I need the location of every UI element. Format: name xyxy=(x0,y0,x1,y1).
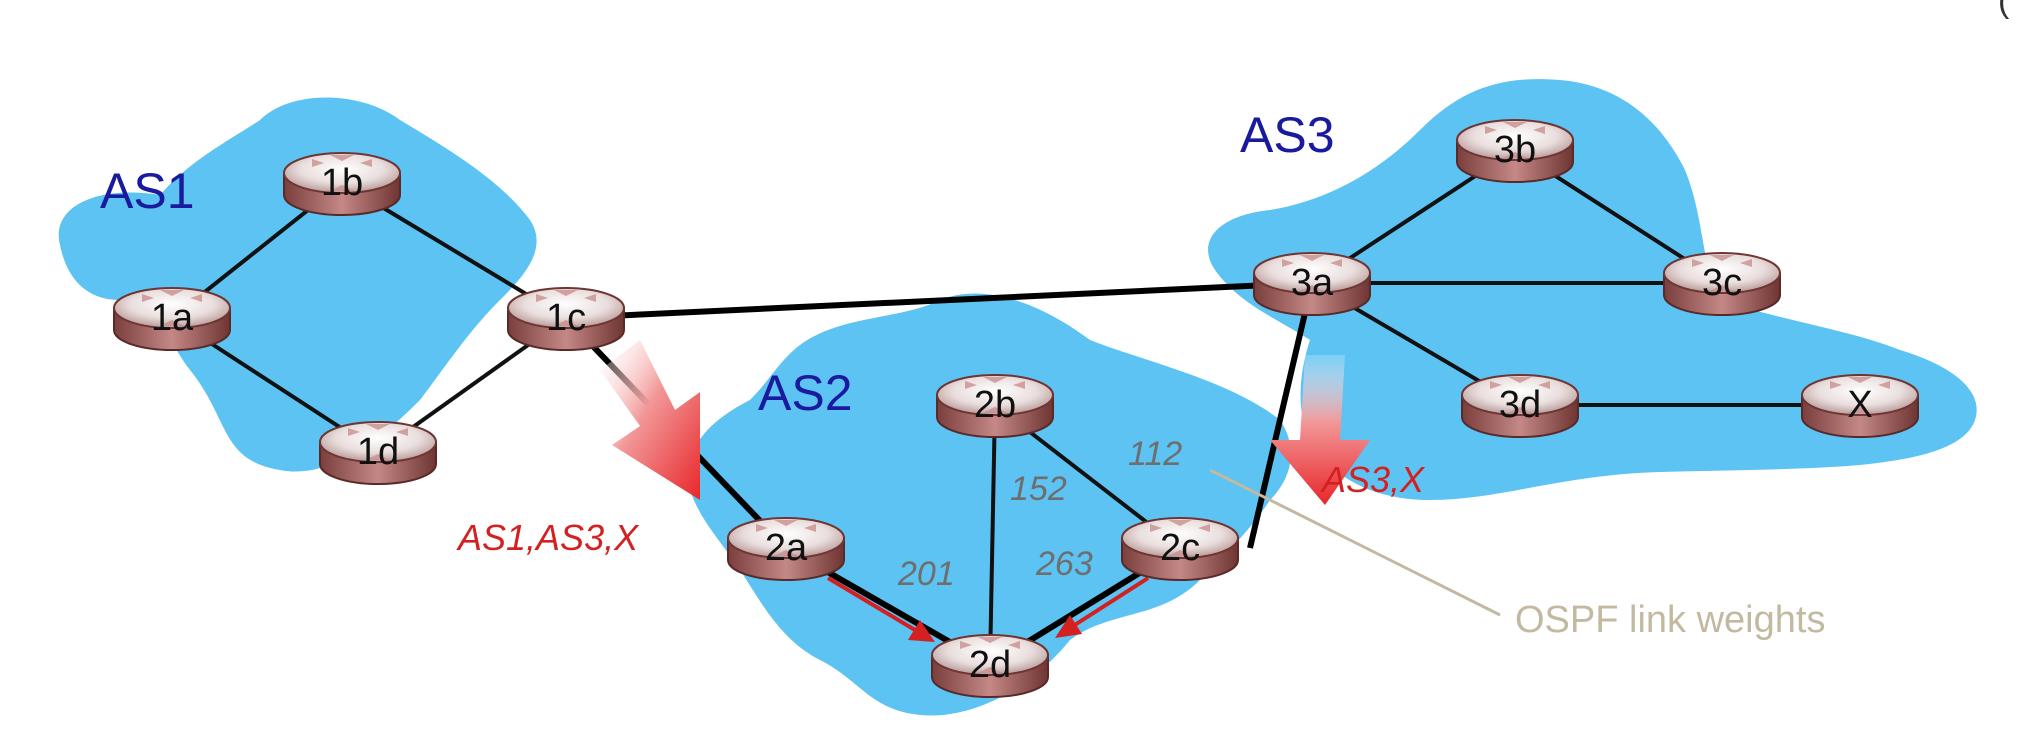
router-2b: 2b xyxy=(936,374,1054,438)
ospf-weights-callout-line xyxy=(1209,468,1501,617)
route-advertisement-arrow-as1 xyxy=(600,340,700,500)
corner-bracket-glyph: ( xyxy=(1998,0,2010,20)
router-3d-label: 3d xyxy=(1499,384,1541,426)
ospf-weight-2a-2d: 201 xyxy=(897,555,955,593)
link-3a-2c xyxy=(1247,282,1315,549)
as-path-from-as3: AS3,X xyxy=(1320,459,1426,500)
link-1c-3a xyxy=(565,280,1313,321)
router-3b: 3b xyxy=(1456,119,1574,183)
router-3a-label: 3a xyxy=(1291,262,1334,304)
router-x: X xyxy=(1801,374,1919,438)
as2-cloud xyxy=(688,293,1291,716)
router-3d: 3d xyxy=(1461,374,1579,438)
router-2c-label: 2c xyxy=(1160,527,1200,569)
router-3b-label: 3b xyxy=(1494,129,1536,171)
router-1b-label: 1b xyxy=(321,162,363,204)
forwarding-arrow-2c-to-2d xyxy=(1055,576,1150,638)
as1-label: AS1 xyxy=(100,163,195,219)
as-path-from-as1: AS1,AS3,X xyxy=(456,517,640,558)
ospf-weight-2b-2c: 112 xyxy=(1128,435,1182,473)
router-1a-label: 1a xyxy=(151,297,194,339)
router-2c: 2c xyxy=(1121,517,1239,581)
router-1d-label: 1d xyxy=(357,431,399,473)
router-1c-label: 1c xyxy=(546,297,586,339)
router-1c: 1c xyxy=(507,287,625,351)
route-advertisement-arrow-as3 xyxy=(1270,355,1370,505)
router-3c: 3c xyxy=(1663,252,1781,316)
as1-cloud xyxy=(58,97,537,472)
router-2b-label: 2b xyxy=(974,384,1016,426)
as3-cloud xyxy=(1208,79,1977,501)
forwarding-arrow-2a-to-2d xyxy=(826,576,935,642)
router-2d: 2d xyxy=(931,634,1049,698)
router-1b: 1b xyxy=(283,152,401,216)
router-x-label: X xyxy=(1847,384,1872,426)
router-2a-label: 2a xyxy=(765,527,808,569)
router-1a: 1a xyxy=(113,287,231,351)
router-2a: 2a xyxy=(727,517,845,581)
as2-label: AS2 xyxy=(758,365,853,421)
router-2d-label: 2d xyxy=(969,644,1011,686)
ospf-link-weights-legend: OSPF link weights xyxy=(1515,599,1825,641)
link-2b-2d xyxy=(988,404,997,666)
ospf-weight-2b-2d: 152 xyxy=(1010,470,1067,508)
ospf-weight-2c-2d: 263 xyxy=(1035,545,1093,583)
router-3a: 3a xyxy=(1253,252,1371,316)
as3-label: AS3 xyxy=(1240,107,1335,163)
router-1d: 1d xyxy=(319,421,437,485)
router-3c-label: 3c xyxy=(1702,262,1742,304)
